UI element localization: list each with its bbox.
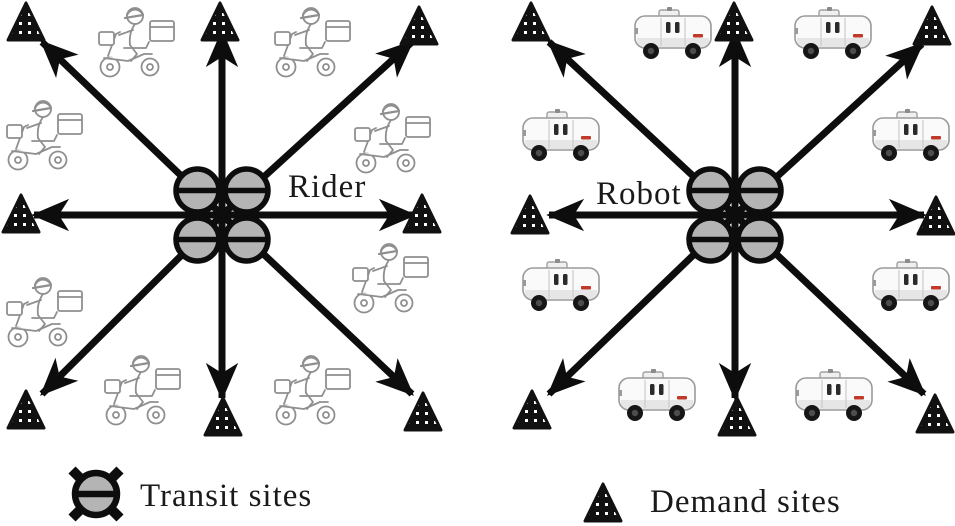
rider-label: Rider — [288, 169, 366, 205]
demand-sites-legend-label: Demand sites — [650, 484, 841, 520]
robot-panel: Robot — [510, 1, 955, 437]
rider-panel: Rider — [1, 1, 443, 437]
transit-sites-legend-icon — [68, 466, 124, 522]
transit-sites-legend-label: Transit sites — [140, 478, 312, 514]
robot-label: Robot — [596, 176, 682, 212]
legend: Transit sites Demand sites — [68, 466, 841, 523]
